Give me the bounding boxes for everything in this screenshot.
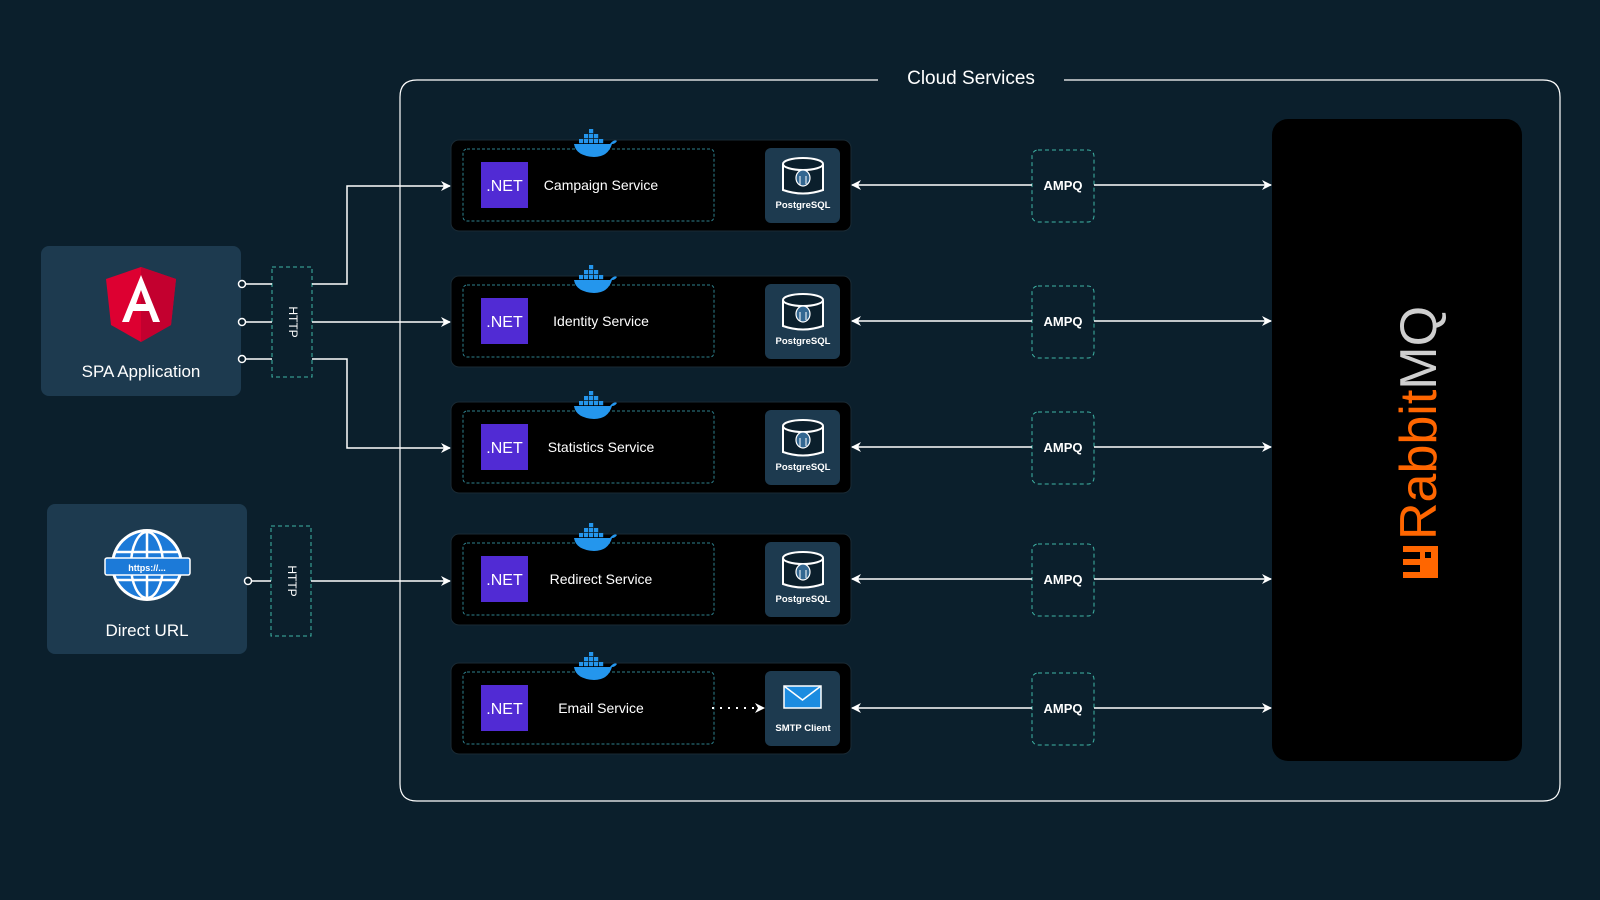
dotnet-label: .NET xyxy=(486,178,523,195)
dotnet-label: .NET xyxy=(486,314,523,331)
dotnet-badge xyxy=(481,162,528,208)
direct-url-client: https://... Direct URL xyxy=(47,504,247,654)
dotnet-badge xyxy=(481,424,528,470)
ampq-box xyxy=(1031,672,1095,746)
http-label-spa: HTTP xyxy=(286,306,300,337)
http-label-direct: HTTP xyxy=(285,565,299,596)
ampq-label: AMPQ xyxy=(1044,701,1083,716)
rabbitmq-name-part2: MQ xyxy=(1390,306,1448,390)
rabbitmq-panel xyxy=(1272,119,1522,761)
spa-client: SPA Application xyxy=(41,246,241,396)
envelope-icon xyxy=(783,685,822,709)
cloud-services-group: Cloud Services xyxy=(399,68,1561,802)
http-gateway-spa: HTTP xyxy=(271,266,313,378)
url-badge: https://... xyxy=(128,563,166,573)
dotnet-label: .NET xyxy=(486,440,523,457)
store-label: PostgreSQL xyxy=(776,594,831,605)
store-label: PostgreSQL xyxy=(776,462,831,473)
http-arrows xyxy=(311,181,451,586)
ampq-label: AMPQ xyxy=(1044,440,1083,455)
globe-icon: https://... xyxy=(104,529,191,601)
service-name: Email Service xyxy=(558,700,644,716)
store-label: PostgreSQL xyxy=(776,336,831,347)
rabbitmq-logo xyxy=(1403,546,1438,578)
direct-url-label: Direct URL xyxy=(105,621,188,640)
cloud-title: Cloud Services xyxy=(907,68,1035,89)
store-label: PostgreSQL xyxy=(776,200,831,211)
service-name: Campaign Service xyxy=(544,177,659,193)
docker-icon xyxy=(574,129,617,157)
docker-icon xyxy=(574,391,617,419)
dotnet-badge xyxy=(481,556,528,602)
ampq-box xyxy=(1031,543,1095,617)
postgresql-icon xyxy=(782,551,824,589)
ampq-box xyxy=(1031,149,1095,223)
rabbitmq-name-part1: Rabbit xyxy=(1390,389,1448,540)
ampq-box xyxy=(1031,411,1095,485)
ampq-label: AMPQ xyxy=(1044,572,1083,587)
ampq-label: AMPQ xyxy=(1044,178,1083,193)
docker-icon xyxy=(574,652,617,680)
ampq-box xyxy=(1031,285,1095,359)
http-gateway-direct: HTTP xyxy=(270,525,312,637)
dotnet-badge xyxy=(481,298,528,344)
docker-icon xyxy=(574,523,617,551)
postgresql-icon xyxy=(782,293,824,331)
store-label: SMTP Client xyxy=(775,723,831,734)
service-name: Redirect Service xyxy=(550,571,653,587)
service-name: Identity Service xyxy=(553,313,649,329)
rabbitmq-wordmark: RabbitMQ xyxy=(1390,306,1448,540)
service-name: Statistics Service xyxy=(548,439,655,455)
angular-icon xyxy=(106,267,176,342)
docker-icon xyxy=(574,265,617,293)
postgresql-icon xyxy=(782,157,824,195)
rabbitmq-broker: RabbitMQ xyxy=(1272,119,1522,761)
spa-label: SPA Application xyxy=(82,362,201,381)
dotnet-label: .NET xyxy=(486,572,523,589)
client-connectors xyxy=(237,279,272,586)
cloud-boundary xyxy=(399,79,1561,802)
ampq-label: AMPQ xyxy=(1044,314,1083,329)
postgresql-icon xyxy=(782,419,824,457)
dotnet-badge xyxy=(481,685,528,731)
dotnet-label: .NET xyxy=(486,701,523,718)
